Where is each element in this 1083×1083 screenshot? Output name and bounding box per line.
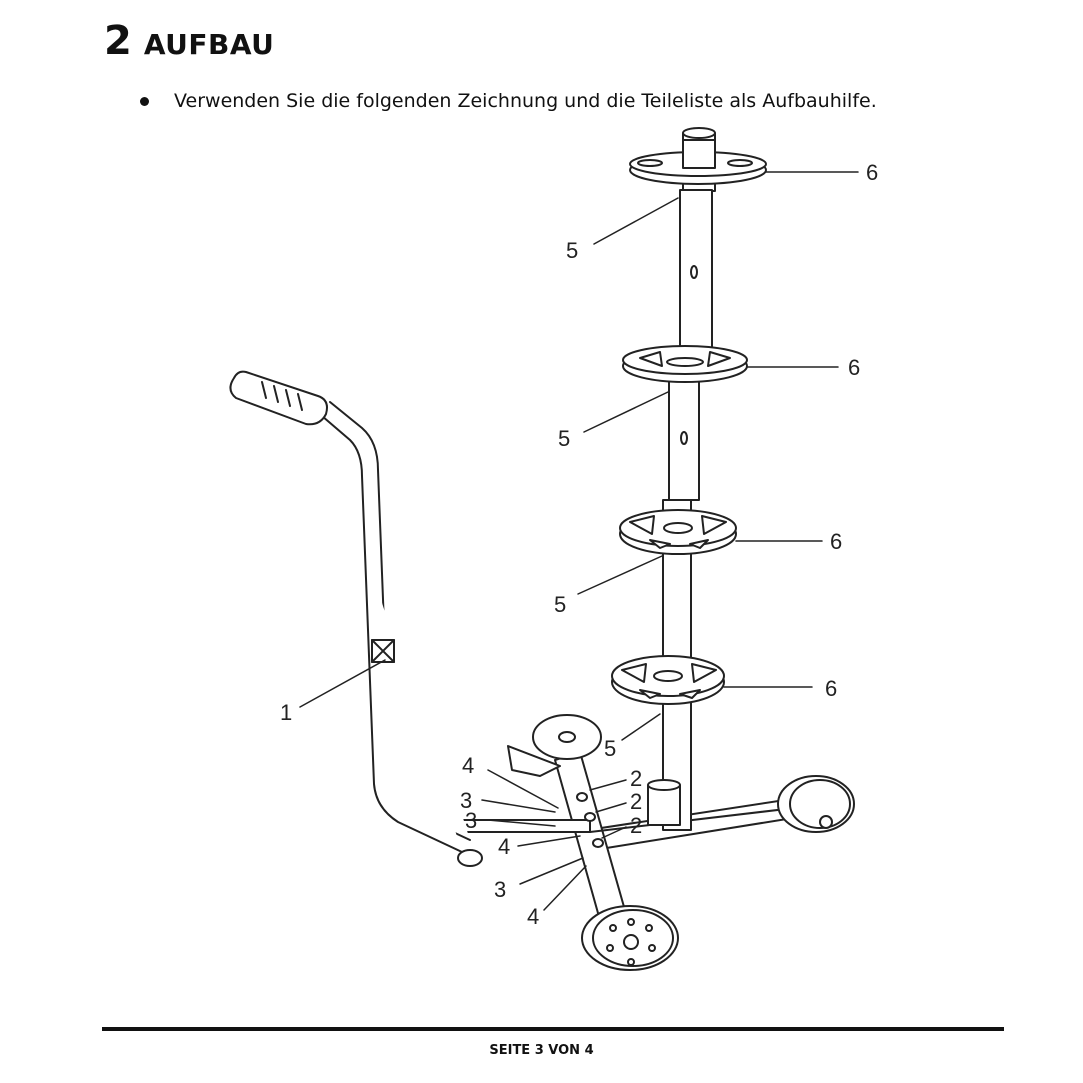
- callout-label: 4: [462, 753, 474, 778]
- callout-label: 5: [604, 736, 616, 761]
- callout-label: 4: [527, 904, 539, 929]
- callout-label: 6: [825, 676, 837, 701]
- callout-label: 1: [280, 700, 292, 725]
- callout-label: 6: [848, 355, 860, 380]
- tire-shelf: [619, 509, 737, 555]
- right-wheel: [777, 775, 855, 833]
- callout-label: 3: [465, 808, 477, 833]
- callout-label: 5: [558, 426, 570, 451]
- callout-label: 6: [866, 160, 878, 185]
- tire-shelf: [629, 139, 767, 185]
- callout-labels: 6 5 6 5 6 5 6 5 1 4 3 3 4 2 2 2 3 4: [280, 160, 878, 929]
- instruction-text: Verwenden Sie die folgenden Zeichnung un…: [174, 90, 877, 112]
- callout-leader-lines: [299, 171, 859, 911]
- front-wheel: [581, 905, 679, 971]
- callout-label: 6: [830, 529, 842, 554]
- callout-label: 2: [630, 813, 642, 838]
- callout-label: 2: [630, 789, 642, 814]
- handle-tube: [229, 370, 483, 867]
- callout-label: 5: [554, 592, 566, 617]
- bolt-holes: [576, 792, 604, 848]
- rear-wheel: [507, 714, 602, 777]
- callout-label: 2: [630, 766, 642, 791]
- section-heading: 2 AUFBAU: [104, 18, 274, 64]
- instruction-item: Verwenden Sie die folgenden Zeichnung un…: [140, 90, 877, 112]
- tire-shelf: [611, 655, 725, 705]
- callout-label: 3: [460, 788, 472, 813]
- callout-label: 4: [498, 834, 510, 859]
- section-number: 2: [104, 18, 132, 64]
- bullet-icon: [140, 96, 149, 106]
- section-title: AUFBAU: [143, 28, 275, 61]
- footer-divider: [102, 1027, 1004, 1031]
- callout-label: 5: [566, 238, 578, 263]
- central-pole: [647, 127, 716, 831]
- page-number: SEITE 3 VON 4: [489, 1043, 594, 1058]
- callout-label: 3: [494, 877, 506, 902]
- tire-shelf: [622, 345, 748, 383]
